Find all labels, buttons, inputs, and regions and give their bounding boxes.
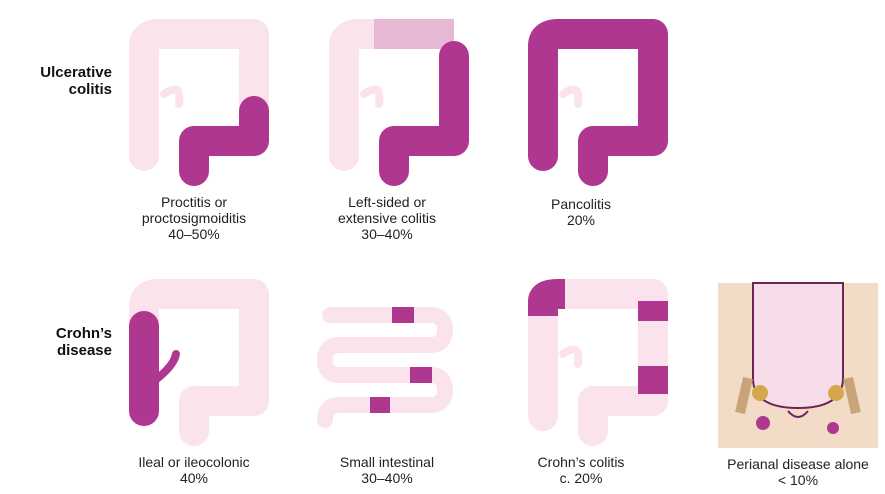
- caption-left-sided: Left-sided or extensive colitis 30–40%: [292, 194, 482, 242]
- row-label-line2: colitis: [14, 81, 112, 98]
- caption-crohns-colitis: Crohn’s colitis c. 20%: [486, 454, 676, 486]
- colon-diagram-proctitis: [104, 6, 274, 181]
- caption-line1: Ileal or ileocolonic: [99, 454, 289, 470]
- row-label-crohns-disease: Crohn’s disease: [14, 325, 112, 359]
- caption-ileal: Ileal or ileocolonic 40%: [99, 454, 289, 486]
- caption-percent: c. 20%: [486, 470, 676, 486]
- caption-percent: 40%: [99, 470, 289, 486]
- caption-line1: Left-sided or: [292, 194, 482, 210]
- colon-diagram-crohns-colitis: [503, 266, 673, 441]
- caption-percent: 40–50%: [99, 226, 289, 242]
- caption-percent: 20%: [486, 212, 676, 228]
- colon-diagram-left-sided: [304, 6, 474, 181]
- caption-line1: Proctitis or: [99, 194, 289, 210]
- caption-percent: < 10%: [703, 472, 885, 488]
- colon-diagram-pancolitis: [503, 6, 673, 181]
- row-label-ulcerative-colitis: Ulcerative colitis: [14, 64, 112, 98]
- caption-pancolitis: Pancolitis 20%: [486, 196, 676, 228]
- caption-percent: 30–40%: [292, 226, 482, 242]
- caption-line1: Pancolitis: [486, 196, 676, 212]
- caption-small-intestinal: Small intestinal 30–40%: [292, 454, 482, 486]
- colon-diagram-ileal: [104, 266, 274, 441]
- small-intestine-diagram: [310, 300, 460, 435]
- row-label-line1: Ulcerative: [14, 64, 112, 81]
- caption-proctitis: Proctitis or proctosigmoiditis 40–50%: [99, 194, 289, 242]
- row-label-line1: Crohn’s: [14, 325, 112, 342]
- row-label-line2: disease: [14, 342, 112, 359]
- perianal-diagram: [718, 283, 878, 448]
- caption-line2: extensive colitis: [292, 210, 482, 226]
- caption-line2: proctosigmoiditis: [99, 210, 289, 226]
- caption-line1: Small intestinal: [292, 454, 482, 470]
- caption-line1: Crohn’s colitis: [486, 454, 676, 470]
- caption-percent: 30–40%: [292, 470, 482, 486]
- caption-line1: Perianal disease alone: [703, 456, 885, 472]
- caption-perianal: Perianal disease alone < 10%: [703, 456, 885, 488]
